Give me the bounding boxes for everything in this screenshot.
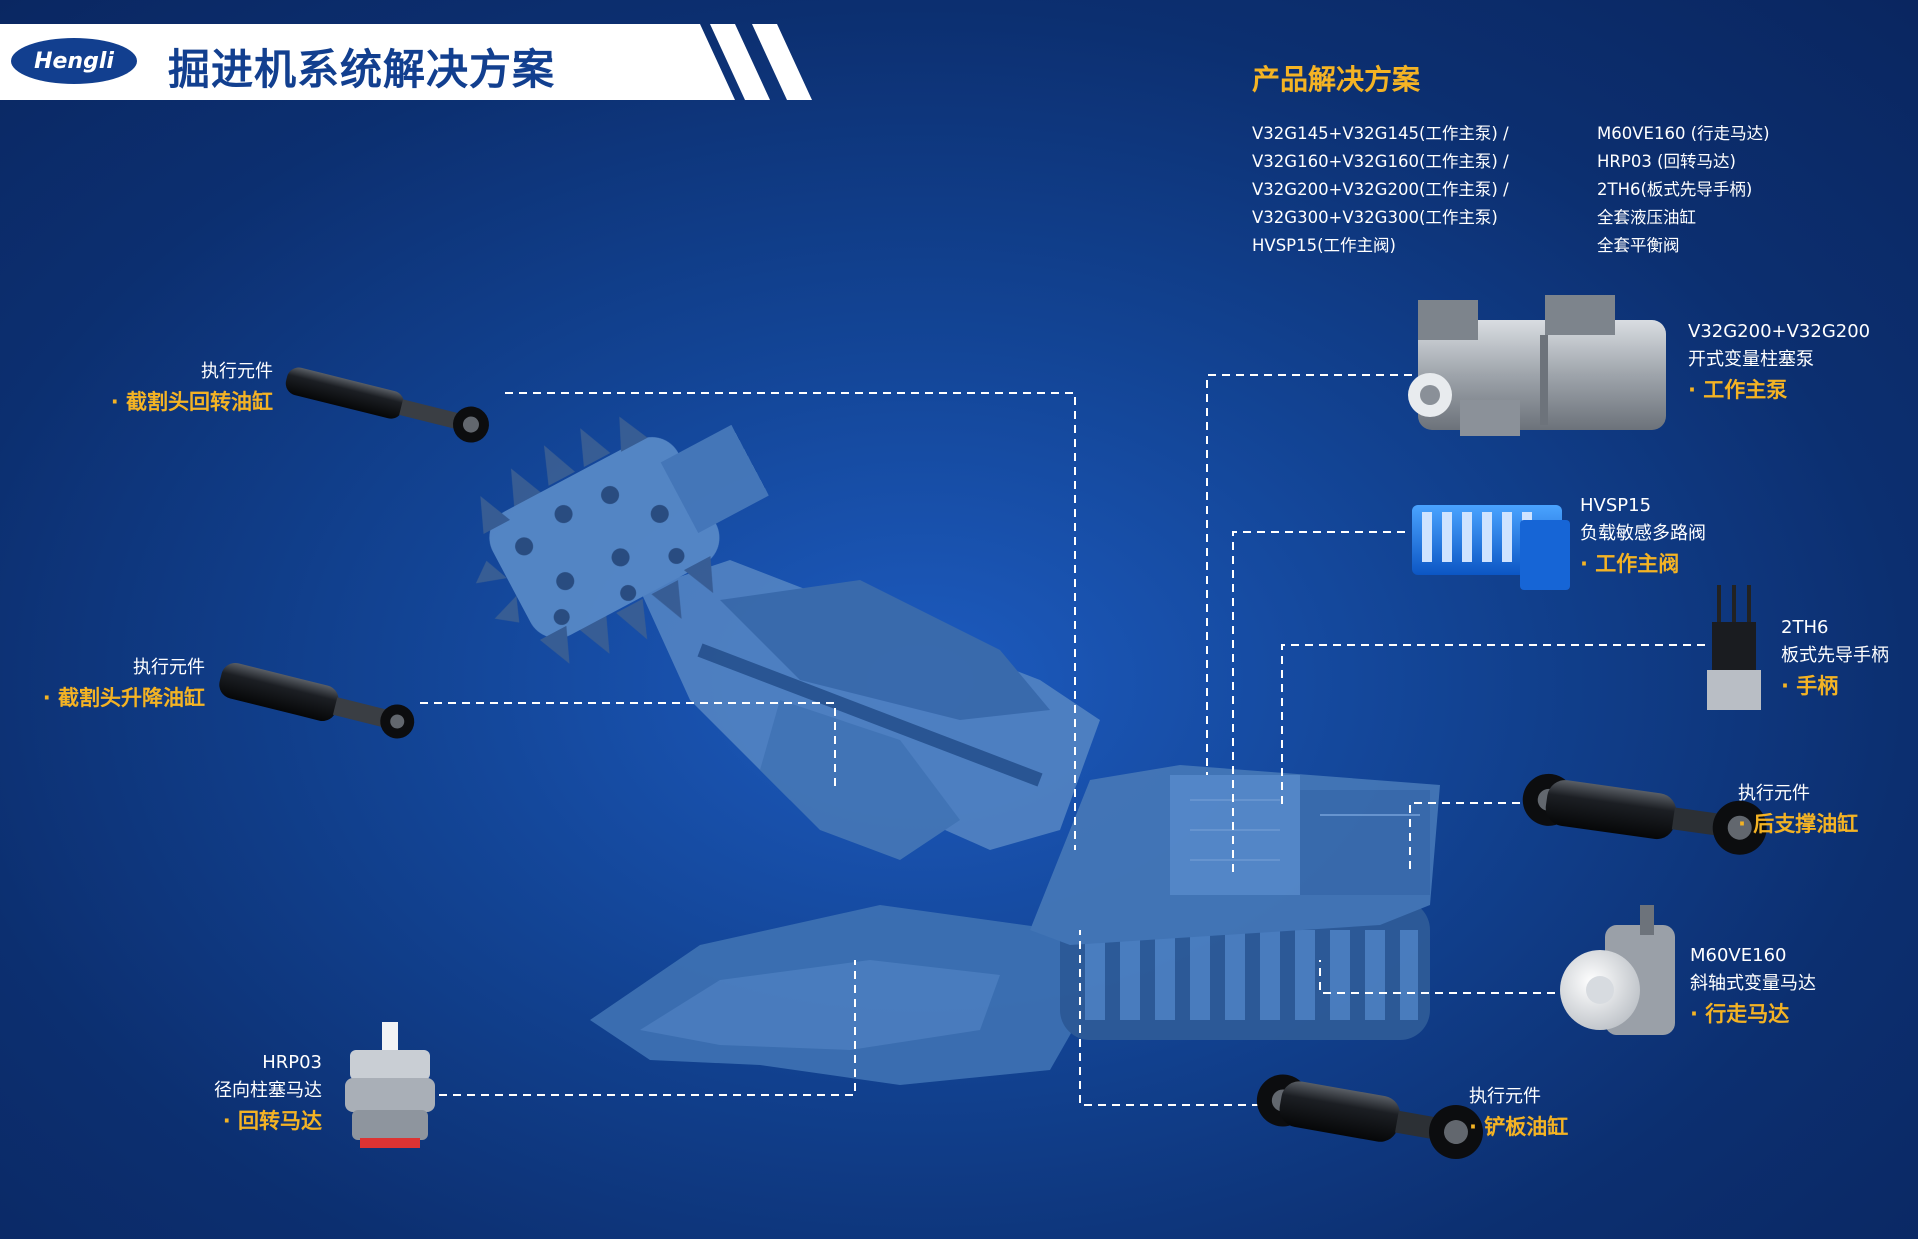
solutions-right-list: M60VE160 (行走马达) HRP03 (回转马达) 2TH6(板式先导手柄… [1597, 120, 1770, 260]
slew-motor-image [345, 1022, 435, 1148]
main-valve-image [1412, 505, 1570, 590]
logo-text: Hengli [34, 49, 114, 74]
label-line: 开式变量柱塞泵 [1688, 349, 1814, 370]
leader-lines [420, 374, 1705, 1106]
leader-main-pump [1206, 374, 1412, 775]
label-component-name: · 后支撑油缸 [1738, 812, 1859, 836]
list-item: 2TH6(板式先导手柄) [1597, 180, 1753, 199]
label-component-name: · 回转马达 [222, 1109, 322, 1133]
list-item: HVSP15(工作主阀) [1252, 236, 1396, 255]
travel-motor-image [1560, 905, 1675, 1035]
label-line: 负载敏感多路阀 [1580, 523, 1706, 544]
leader-main-valve [1232, 531, 1405, 878]
label-line: HRP03 [262, 1052, 322, 1073]
label-line: 板式先导手柄 [1781, 645, 1889, 666]
label-main-valve: HVSP15 负载敏感多路阀 · 工作主阀 [1580, 492, 1706, 580]
label-slew-motor: HRP03 径向柱塞马达 · 回转马达 [214, 1049, 322, 1137]
label-line: 执行元件 [133, 657, 205, 678]
label-line: HVSP15 [1580, 495, 1652, 516]
leader-rear-support-cyl [1409, 802, 1520, 875]
label-component-name: · 截割头回转油缸 [110, 390, 273, 414]
page-title: 掘进机系统解决方案 [168, 45, 556, 94]
label-line: 2TH6 [1781, 617, 1829, 638]
main-pump-image [1408, 295, 1666, 436]
list-item: 全套液压油缸 [1597, 208, 1696, 227]
leader-handle [1281, 644, 1705, 808]
leader-slew-motor [425, 960, 856, 1096]
rear-support-cylinder-image [1522, 773, 1767, 855]
label-cutting-rotate-cylinder: 执行元件 · 截割头回转油缸 [111, 358, 273, 418]
header-background [0, 24, 812, 100]
label-component-name: · 铲板油缸 [1469, 1115, 1569, 1139]
label-component-name: · 行走马达 [1690, 1002, 1790, 1026]
label-line: 执行元件 [1469, 1086, 1541, 1107]
shovel-cylinder-image [1256, 1074, 1483, 1160]
cutting-rotate-cylinder-image [285, 367, 489, 443]
label-line: M60VE160 [1690, 945, 1787, 966]
list-item: HRP03 (回转马达) [1597, 152, 1736, 171]
label-component-name: · 截割头升降油缸 [42, 686, 205, 710]
leader-shovel-cyl [1079, 930, 1260, 1106]
list-item: M60VE160 (行走马达) [1597, 124, 1770, 143]
list-item: V32G160+V32G160(工作主泵) / [1252, 152, 1509, 171]
list-item: 全套平衡阀 [1597, 236, 1680, 255]
hengli-logo: Hengli [11, 38, 137, 84]
list-item: V32G200+V32G200(工作主泵) / [1252, 180, 1509, 199]
label-travel-motor: M60VE160 斜轴式变量马达 · 行走马达 [1690, 942, 1816, 1030]
label-line: V32G200+V32G200 [1688, 321, 1871, 342]
header-banner: Hengli 掘进机系统解决方案 [0, 24, 820, 100]
label-cutting-lift-cylinder: 执行元件 · 截割头升降油缸 [43, 654, 205, 714]
label-rear-support-cylinder: 执行元件 · 后支撑油缸 [1738, 780, 1858, 840]
solutions-title: 产品解决方案 [1252, 63, 1421, 96]
label-pilot-handle: 2TH6 板式先导手柄 · 手柄 [1781, 614, 1889, 702]
cutting-head-shape [475, 416, 769, 664]
label-line: 执行元件 [1738, 783, 1810, 804]
solutions-left-list: V32G145+V32G145(工作主泵) / V32G160+V32G160(… [1252, 120, 1509, 260]
label-component-name: · 工作主泵 [1688, 378, 1788, 402]
label-line: 执行元件 [201, 361, 273, 382]
list-item: V32G300+V32G300(工作主泵) [1252, 208, 1498, 227]
pilot-handle-image [1707, 585, 1761, 710]
roadheader-machine-illustration [475, 416, 1440, 1085]
label-main-pump: V32G200+V32G200 开式变量柱塞泵 · 工作主泵 [1688, 318, 1870, 406]
leader-cutting-rotate-cyl [505, 392, 1076, 850]
label-component-name: · 手柄 [1781, 674, 1839, 698]
label-shovel-cylinder: 执行元件 · 铲板油缸 [1469, 1083, 1568, 1143]
label-line: 径向柱塞马达 [214, 1080, 322, 1101]
list-item: V32G145+V32G145(工作主泵) / [1252, 124, 1509, 143]
leader-travel-motor [1319, 960, 1555, 994]
label-line: 斜轴式变量马达 [1690, 973, 1816, 994]
label-component-name: · 工作主阀 [1580, 552, 1680, 576]
cutting-lift-cylinder-image [219, 662, 415, 739]
